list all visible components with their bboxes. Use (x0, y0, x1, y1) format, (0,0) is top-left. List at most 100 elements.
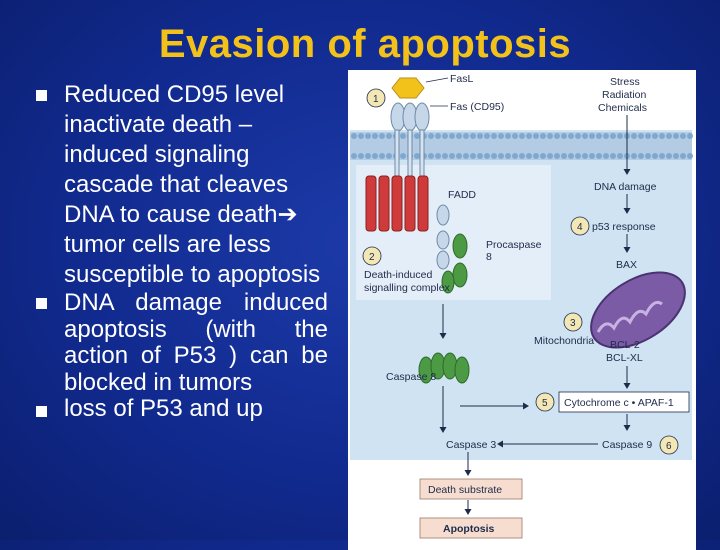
lipid-head (603, 133, 609, 139)
lipid-head (533, 133, 539, 139)
cytochrome-box (558, 391, 690, 413)
lipid-head (477, 153, 483, 159)
lipid-head (414, 133, 420, 139)
lipid-head (568, 133, 574, 139)
step-6-marker: 6 (659, 435, 679, 455)
lipid-head (575, 153, 581, 159)
lipid-head (568, 153, 574, 159)
bullet-square-icon (36, 90, 47, 101)
lipid-head (505, 133, 511, 139)
lipid-head (547, 133, 553, 139)
lipid-head (358, 153, 364, 159)
lipid-head (414, 153, 420, 159)
lipid-head (680, 133, 686, 139)
lipid-head (687, 153, 693, 159)
fadd-label: FADD (448, 189, 476, 201)
lipid-head (610, 133, 616, 139)
lipid-head (526, 153, 532, 159)
lipid-head (582, 133, 588, 139)
lipid-head (547, 153, 553, 159)
fas-receptor (390, 102, 430, 181)
lipid-head (491, 153, 497, 159)
lipid-head (659, 153, 665, 159)
lipid-head (470, 133, 476, 139)
step-2-marker: 2 (362, 246, 382, 266)
bax-label: BAX (616, 259, 637, 271)
lipid-head (442, 133, 448, 139)
disc-label-line1: Death-induced (364, 269, 432, 281)
lipid-head (533, 153, 539, 159)
lipid-head (631, 153, 637, 159)
lipid-head (596, 153, 602, 159)
step-3-marker: 3 (563, 312, 583, 332)
lipid-head (540, 153, 546, 159)
caspase3-label: Caspase 3 (446, 439, 496, 451)
lipid-head (519, 133, 525, 139)
lipid-head (652, 133, 658, 139)
slide-title: Evasion of apoptosis (158, 22, 572, 66)
lipid-head (351, 133, 357, 139)
lipid-head (645, 133, 651, 139)
chemicals-label: Chemicals (598, 102, 647, 114)
lipid-head (379, 133, 385, 139)
cytochrome-label: Cytochrome c • APAF-1 (564, 397, 674, 409)
bullet-list: Reduced CD95 level inactivate death – in… (28, 80, 328, 422)
lipid-head (442, 153, 448, 159)
lipid-head (526, 133, 532, 139)
lipid-head (379, 153, 385, 159)
lipid-head (652, 153, 658, 159)
bullet-square-icon (36, 406, 47, 417)
lipid-head (491, 133, 497, 139)
lipid-head (666, 153, 672, 159)
lipid-head (505, 153, 511, 159)
fas-label: Fas (CD95) (450, 101, 504, 113)
fasl-label: FasL (450, 73, 474, 85)
lipid-head (470, 153, 476, 159)
lipid-head (484, 133, 490, 139)
bullet-text-continued: tumor cells are less susceptible to apop… (64, 231, 321, 288)
fadd-protein (365, 175, 429, 232)
lipid-head (512, 153, 518, 159)
lipid-head (428, 153, 434, 159)
bclxl-label: BCL-XL (606, 352, 643, 364)
bullet-item: Reduced CD95 level inactivate death – in… (28, 80, 328, 290)
lipid-head (372, 133, 378, 139)
bcl2-label: BCL-2 (610, 339, 640, 351)
svg-text:1: 1 (373, 94, 379, 105)
apoptosis-label: Apoptosis (443, 523, 494, 535)
lipid-head (435, 153, 441, 159)
lipid-head (631, 133, 637, 139)
death-substrate-box (419, 478, 523, 500)
lipid-head (386, 153, 392, 159)
caspase9-label: Caspase 9 (602, 439, 652, 451)
lipid-head (610, 153, 616, 159)
lipid-head (666, 133, 672, 139)
lipid-head (540, 133, 546, 139)
lipid-head (400, 153, 406, 159)
svg-text:5: 5 (542, 398, 548, 409)
lipid-head (687, 133, 693, 139)
lipid-head (554, 133, 560, 139)
cell-membrane (350, 132, 693, 160)
svg-text:6: 6 (666, 441, 672, 452)
lipid-head (638, 133, 644, 139)
lipid-head (449, 153, 455, 159)
lipid-head (589, 133, 595, 139)
lipid-head (449, 133, 455, 139)
lipid-head (575, 133, 581, 139)
lipid-head (456, 133, 462, 139)
caspase-8 (418, 352, 470, 384)
lipid-head (498, 133, 504, 139)
lipid-head (372, 153, 378, 159)
svg-text:4: 4 (577, 222, 583, 233)
lipid-head (638, 153, 644, 159)
lipid-head (463, 133, 469, 139)
lipid-head (645, 153, 651, 159)
radiation-label: Radiation (602, 89, 647, 101)
lipid-head (617, 133, 623, 139)
lipid-head (596, 133, 602, 139)
death-substrate-label: Death substrate (428, 484, 502, 496)
lipid-head (659, 133, 665, 139)
lipid-head (435, 133, 441, 139)
p53-response-label: p53 response (592, 221, 656, 233)
